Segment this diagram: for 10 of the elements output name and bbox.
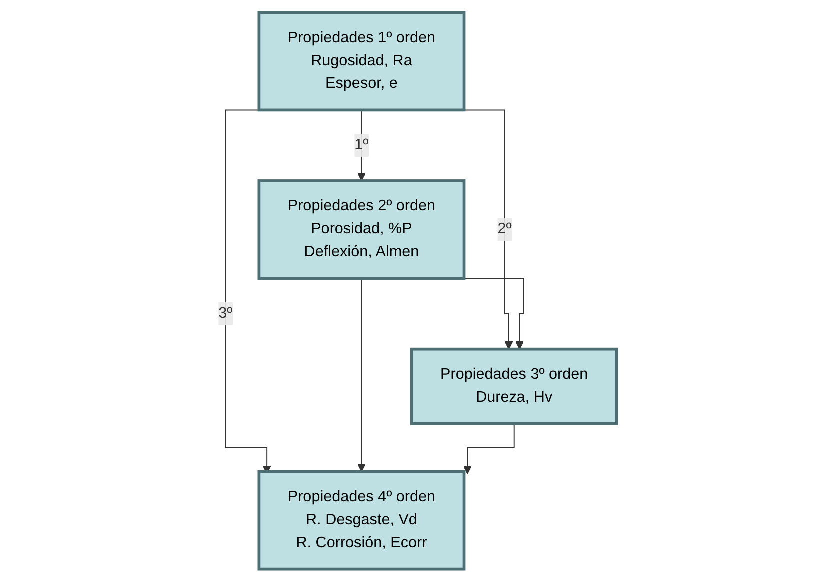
- edge-label: 1º: [354, 137, 368, 154]
- edge-label: 3º: [218, 305, 232, 322]
- arrow: [357, 110, 366, 182]
- node-box: Propiedades 2º orden Porosidad, %P Deflexión, Almen: [257, 180, 466, 280]
- node-box: Propiedades 4º orden R. Desgaste, Vd R. Corrosión, Ecorr: [257, 470, 466, 571]
- node-box: Propiedades 1º orden Rugosidad, Ra Espesor, e: [257, 11, 466, 112]
- arrow: [463, 423, 515, 474]
- edge-label: 2º: [497, 221, 512, 238]
- node-box: Propiedades 3º orden Dureza, Hv: [410, 348, 618, 426]
- arrow: [357, 278, 366, 472]
